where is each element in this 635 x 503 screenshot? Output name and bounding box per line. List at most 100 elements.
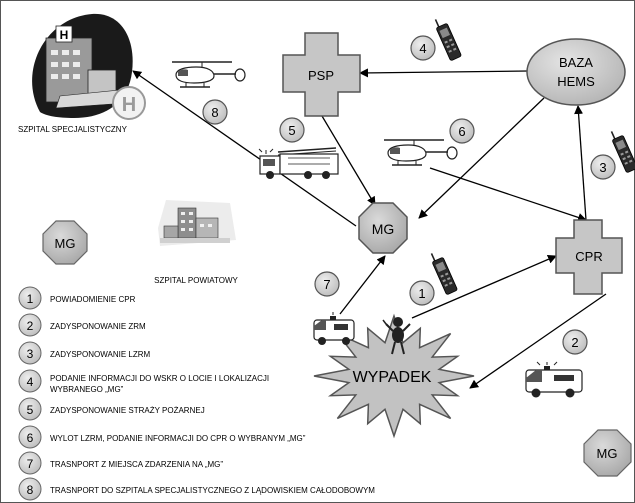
- mg-center-label: MG: [372, 221, 395, 237]
- mg-bottom-right-label: MG: [597, 446, 618, 461]
- flow-arrows: [132, 68, 607, 389]
- county-hospital-annex: [163, 225, 179, 239]
- node-baza-hems: BAZA HEMS: [526, 38, 626, 106]
- legend-num-3: 3: [27, 347, 34, 361]
- step-marker-1: 1: [409, 280, 435, 306]
- step-marker-7: 7: [314, 271, 340, 297]
- legend-num-5: 5: [27, 403, 34, 417]
- baza-hems-label-line2: HEMS: [557, 74, 595, 89]
- step-marker-5: 5: [279, 117, 305, 143]
- mobile-phone-icon: [610, 131, 635, 173]
- ambulance-icon: [525, 361, 583, 398]
- step-marker-3-label: 3: [599, 160, 606, 175]
- person-icon: [382, 317, 411, 355]
- psp-cross: [282, 32, 361, 117]
- legend-item-3: 3 ZADYSPONOWANIE LZRM: [18, 341, 150, 365]
- specialist-hospital: H H SZPITAL SPECJALISTYCZNY: [18, 13, 146, 134]
- legend-num-8: 8: [27, 483, 34, 497]
- legend-item-8: 8 TRASNPORT DO SZPITALA SPECJALISTYCZNEG…: [18, 477, 375, 501]
- county-hospital-wing: [195, 217, 219, 239]
- legend-num-7: 7: [27, 457, 34, 471]
- node-mg-left: MG: [42, 220, 88, 265]
- label-szpital-specjalistyczny: SZPITAL SPECJALISTYCZNY: [18, 125, 128, 134]
- legend-text-4a: PODANIE INFORMACJI DO WSKR O LOCIE I LOK…: [50, 374, 269, 383]
- step-marker-7-label: 7: [323, 277, 330, 292]
- psp-label: PSP: [308, 68, 334, 83]
- arrow-cpr-to-hems: [574, 105, 587, 221]
- cpr-cross: [555, 219, 623, 295]
- arrow-psp-to-mg: [321, 115, 376, 206]
- step-marker-4-label: 4: [419, 41, 426, 56]
- wypadek-label: WYPADEK: [353, 369, 432, 386]
- mg-center-octagon: [358, 202, 408, 254]
- node-psp: PSP: [282, 32, 361, 117]
- step-marker-1-label: 1: [418, 286, 425, 301]
- arrow-heli-to-cpr: [429, 167, 587, 222]
- mg-bottom-right-octagon: [583, 429, 632, 477]
- ambulance-icon: [313, 312, 355, 345]
- hospital-sign: [55, 25, 73, 43]
- legend-num-6: 6: [27, 431, 34, 445]
- arrow-mg-to-hospital: [132, 70, 357, 227]
- legend-item-5: 5 ZADYSPONOWANIE STRAŻY POŻARNEJ: [18, 397, 205, 421]
- legend-item-2: 2 ZADYSPONOWANIE ZRM: [18, 313, 146, 337]
- cpr-label: CPR: [575, 249, 602, 264]
- label-szpital-powiatowy: SZPITAL POWIATOWY: [154, 276, 238, 285]
- legend-text-3: ZADYSPONOWANIE LZRM: [50, 350, 150, 359]
- legend-num-1: 1: [27, 292, 34, 306]
- legend-text-4b: WYBRANEGO „MG”: [50, 385, 124, 394]
- step-marker-8-label: 8: [211, 105, 218, 120]
- baza-hems-label-line1: BAZA: [559, 55, 593, 70]
- arrow-accident-to-mg: [339, 255, 386, 315]
- legend-num-2: 2: [27, 319, 34, 333]
- legend-text-2: ZADYSPONOWANIE ZRM: [50, 322, 146, 331]
- legend-item-4: 4 PODANIE INFORMACJI DO WSKR O LOCIE I L…: [18, 369, 269, 394]
- helicopter-icon: [384, 139, 458, 166]
- step-markers: 4 8 5 6 3 7 1 2: [202, 35, 616, 355]
- legend-text-1: POWIADOMIENIE CPR: [50, 295, 136, 304]
- legend-num-4: 4: [27, 375, 34, 389]
- step-marker-3: 3: [590, 154, 616, 180]
- hospital-building-icon: [177, 207, 197, 239]
- arrow-cpr-to-accident: [469, 293, 607, 389]
- node-cpr: CPR: [555, 219, 623, 295]
- hospital-building-icon: [45, 37, 93, 103]
- arrow-hems-to-psp: [359, 68, 529, 78]
- legend-item-1: 1 POWIADOMIENIE CPR: [18, 286, 136, 310]
- arrow-hems-to-mg: [418, 97, 545, 219]
- legend-item-6: 6 WYLOT LZRM, PODANIE INFORMACJI DO CPR …: [18, 425, 306, 449]
- helipad-icon: [112, 86, 146, 120]
- mg-left-label: MG: [55, 236, 76, 251]
- helipad-letter: H: [122, 94, 136, 116]
- hospital-sign-letter: H: [60, 28, 69, 42]
- baza-hems-ellipse: [526, 38, 626, 106]
- step-marker-6: 6: [449, 118, 475, 144]
- step-marker-2: 2: [562, 329, 588, 355]
- step-marker-6-label: 6: [458, 124, 465, 139]
- mobile-phone-icon: [434, 19, 462, 61]
- legend-text-5: ZADYSPONOWANIE STRAŻY POŻARNEJ: [50, 406, 205, 415]
- step-marker-5-label: 5: [288, 123, 295, 138]
- node-mg-center: MG: [358, 202, 408, 254]
- legend: 1 POWIADOMIENIE CPR 2 ZADYSPONOWANIE ZRM…: [18, 286, 375, 501]
- county-hospital-ground: [160, 238, 230, 243]
- fire-truck-icon: [258, 147, 339, 179]
- legend-text-8: TRASNPORT DO SZPITALA SPECJALISTYCZNEGO …: [50, 486, 375, 495]
- legend-text-6: WYLOT LZRM, PODANIE INFORMACJI DO CPR O …: [50, 434, 306, 443]
- legend-text-7: TRASNPORT Z MIEJSCA ZDARZENIA NA „MG”: [50, 460, 223, 469]
- helicopter-icon: [172, 61, 246, 88]
- hospital-plaza: [55, 89, 121, 109]
- wypadek-starburst: [313, 313, 475, 439]
- county-hospital-windows: [181, 212, 212, 231]
- mobile-phone-icon: [430, 253, 458, 295]
- step-marker-8: 8: [202, 99, 228, 125]
- mg-left-octagon: [42, 220, 88, 265]
- node-wypadek: WYPADEK: [313, 313, 475, 439]
- step-marker-4: 4: [410, 35, 436, 61]
- county-hospital: SZPITAL POWIATOWY: [154, 200, 239, 285]
- arrow-accident-to-cpr: [411, 255, 557, 319]
- node-mg-bottom-right: MG: [583, 429, 632, 477]
- legend-item-7: 7 TRASNPORT Z MIEJSCA ZDARZENIA NA „MG”: [18, 451, 223, 475]
